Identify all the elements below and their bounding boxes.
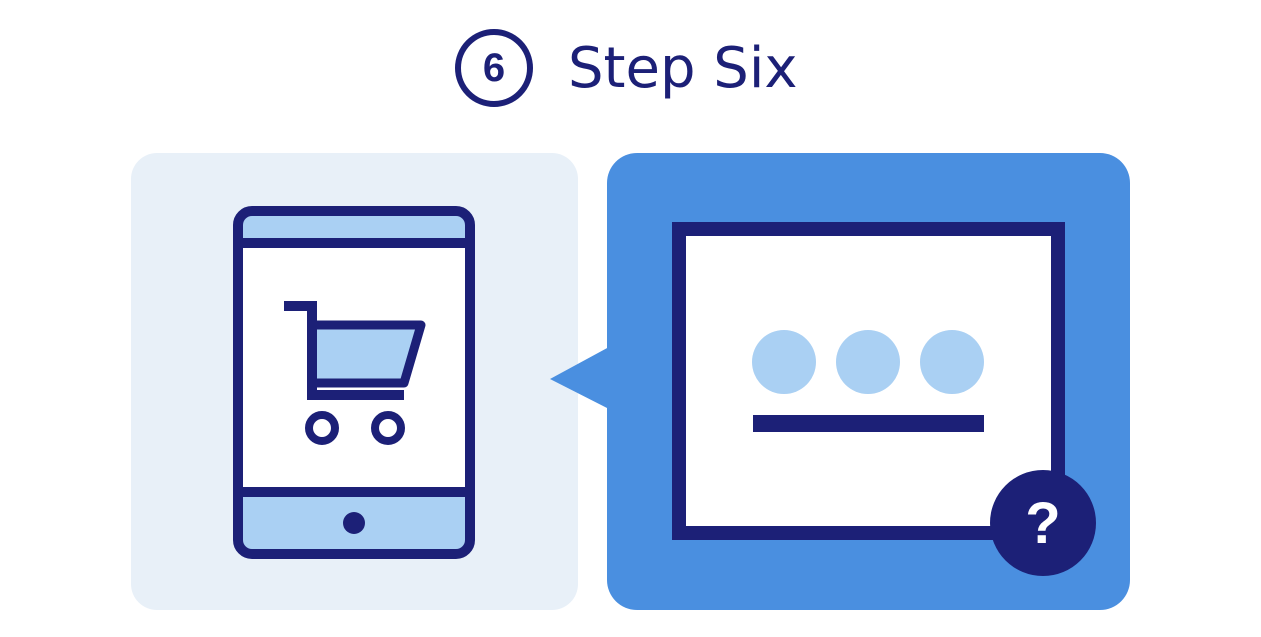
step-title: Step Six [568,36,798,101]
password-dot [920,330,984,394]
password-dialog-icon [672,222,1065,540]
step-header: 6 Step Six [0,20,1261,120]
password-underline [753,415,984,432]
question-mark-icon: ? [1025,490,1061,556]
password-dot [836,330,900,394]
question-mark-badge [990,470,1096,576]
speech-bubble-tail [550,347,609,409]
step-number-badge: 6 [455,29,533,107]
home-button-icon [343,512,365,534]
shopping-cart-icon [284,301,426,445]
password-dot [752,330,816,394]
